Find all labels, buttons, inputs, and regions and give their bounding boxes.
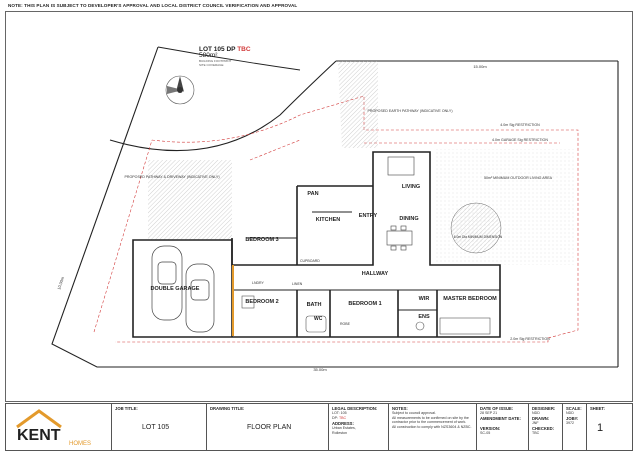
legal-head: LEGAL DESCRIPTION: [332,406,378,411]
lot-label: LOT 105 DP [199,46,236,53]
legal-cell: LEGAL DESCRIPTION: LOT: 105 DP: TBC ADDR… [329,404,389,450]
notes-line-1: Subject to council approval. [392,411,436,415]
designer-value: NDD [532,411,540,415]
job-title-value: LOT 105 [142,424,170,431]
room-master-bedroom: MASTER BEDROOM [443,296,497,302]
lot-info-box: LOT 105 DP TBC 580m² BUILDING FOOTPRINT … [199,46,271,83]
designer-cell: DESIGNER: NDD DRAWN: JNF CHECKED: TBC [529,404,563,450]
room-ens: ENS [418,314,430,320]
house-logo-icon: KENT HOMES [15,409,91,447]
outdoor-area-label: 50m² MINIMUM OUTDOOR LIVING AREA [484,176,553,180]
address-line-2: Rolleston [332,431,347,435]
room-cupboard: CUPBOARD [300,259,320,263]
date-of-issue-head: DATE OF ISSUE: [480,406,514,411]
boundary-top-label: 15.00m [473,64,487,69]
room-entry: ENTRY [359,213,378,219]
pathway-left-label: PROPOSED PATHWAY & DRIVEWAY (INDICATIVE … [124,175,219,179]
boundary-left-label: 10.00m [56,275,65,290]
job-number-value: 3972 [566,421,574,425]
lot-detail-1: BUILDING FOOTPRINT [199,59,232,63]
room-linen: LINEN [292,282,303,286]
checked-head: CHECKED: [532,426,555,431]
drawn-value: JNF [532,421,539,425]
restriction-lines [93,95,579,343]
legal-tbc: TBC [338,416,347,420]
drawn-head: DRAWN: [532,416,550,421]
boundary-bottom-label: 35.00m [313,367,327,372]
dates-cell: DATE OF ISSUE: 28 SEP 21 AMENDMENT DATE:… [477,404,529,450]
logo-word-homes: HOMES [69,441,91,447]
legal-lot: LOT: 105 [332,411,347,415]
legal-dp: DP: [332,416,338,420]
north-arrow-icon [165,75,195,105]
version-value: SC-05 [480,431,491,435]
room-hallway: HALLWAY [362,271,389,277]
logo-word-kent: KENT [17,427,61,444]
sheet-head: SHEET: [590,406,605,411]
lot-tbc: TBC [237,46,251,53]
scale-head: SCALE: [566,406,582,411]
room-lndry: LNDRY [252,281,264,285]
room-double-garage: DOUBLE GARAGE [151,286,200,292]
dining-table [386,156,415,251]
car-icon [151,245,215,333]
room-bath: BATH [307,302,322,308]
job-title-head: JOB TITLE: [115,406,138,411]
address-head: ADDRESS: [332,421,354,426]
room-robe: ROBE [340,322,351,326]
room-wc: WC [314,316,323,322]
notes-line-2: All measurements to be confirmed on site… [392,415,469,420]
room-living: LIVING [402,184,420,190]
site-boundary [51,46,619,368]
drawing-title-head: DRAWING TITLE: [210,406,245,411]
drawing-title-value: FLOOR PLAN [247,424,292,431]
address-line-1: Urban Estates, [332,426,356,430]
house-walls [132,151,501,338]
circle-dimension-label: 6.0m Dia MINIMUM DIMENSION [454,235,503,239]
drawing-frame [5,11,633,402]
kent-homes-logo: KENT HOMES [6,404,112,450]
scale-value: NDD [566,411,574,415]
approval-note: NOTE: THIS PLAN IS SUBJECT TO DEVELOPER'… [8,3,298,8]
room-bedroom-3: BEDROOM 3 [245,237,278,243]
room-wir: WIR [419,296,430,302]
notes-head: NOTES: [392,406,408,411]
job-title-cell: JOB TITLE: LOT 105 [112,404,207,450]
drawing-title-cell: DRAWING TITLE: FLOOR PLAN [207,404,329,450]
amendment-date-head: AMENDMENT DATE: [480,416,521,421]
pathway-right-label: PROPOSED EARTH PATHWAY (INDICATIVE ONLY) [367,109,452,113]
checked-value: TBC [532,431,540,435]
room-dining: DINING [399,216,418,222]
room-kitchen: KITCHEN [316,217,340,223]
room-bedroom-2: BEDROOM 2 [245,299,278,305]
sheet-cell: SHEET: 1 [587,404,632,450]
scale-cell: SCALE: NDD JOB#: 3972 [563,404,587,450]
notes-line-3: contractor prior to the commencement of … [392,420,467,424]
restriction-top-label: 4.0m Sig RESTRICTION [500,123,540,127]
title-block: KENT HOMES JOB TITLE: LOT 105 DRAWING TI… [5,403,633,451]
lot-area: 580m² [199,52,218,59]
notes-line-4: All construction to comply with NZS3604 … [392,424,472,429]
date-of-issue-value: 28 SEP 21 [480,411,498,415]
job-number-head: JOB#: [566,416,579,421]
version-head: VERSION: [480,426,501,431]
room-pan: PAN [307,191,318,197]
designer-head: DESIGNER: [532,406,556,411]
notes-cell: NOTES: Subject to council approval. All … [389,404,477,450]
lot-detail-2: SITE COVERAGE [199,63,224,67]
room-bedroom-1: BEDROOM 1 [348,301,381,307]
floor-plan-drawing: DOUBLE GARAGE BEDROOM 3 BEDROOM 2 BATH B… [51,46,619,372]
restriction-right-label: 2.0m Sig RESTRICTION [510,337,550,341]
fixtures [241,295,491,335]
sheet-value: 1 [597,422,604,434]
restriction-garage-label: 4.0m GARAGE Sig RESTRICTION [492,138,548,142]
